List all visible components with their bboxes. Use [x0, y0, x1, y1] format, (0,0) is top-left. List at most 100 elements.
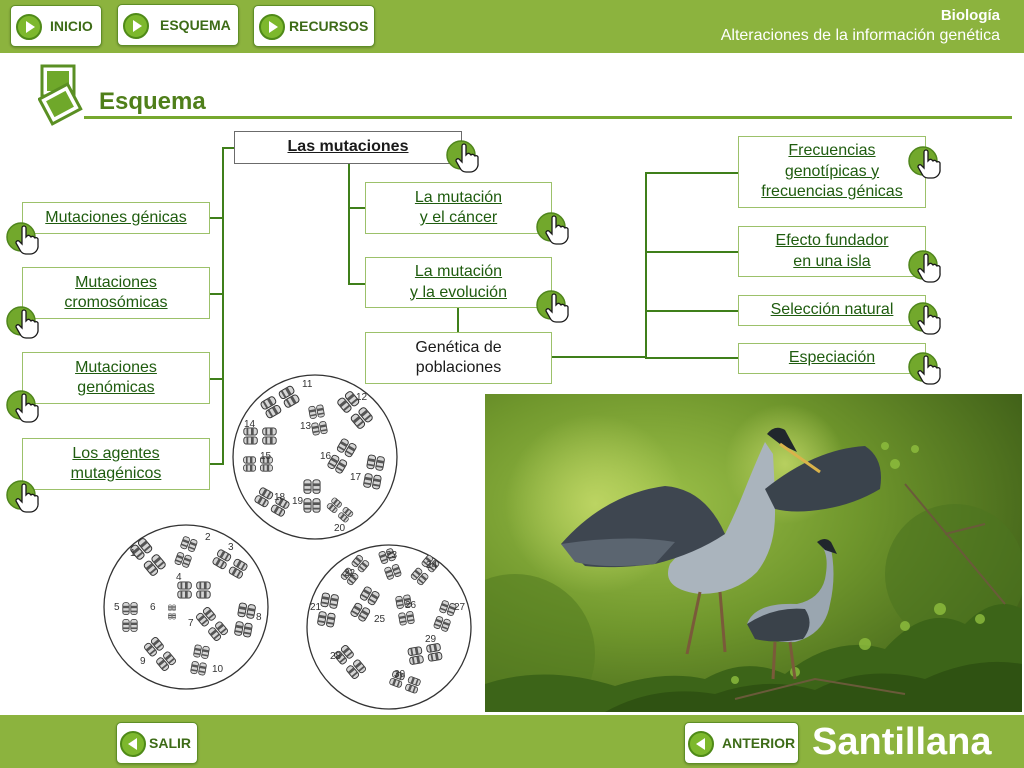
karyotype-number: 27: [454, 602, 466, 613]
node-especiacion[interactable]: Especiación: [738, 343, 926, 374]
karyotype-number: 15: [260, 451, 272, 462]
karyotype-number: 25: [374, 614, 386, 625]
karyotype-number: 10: [212, 664, 224, 675]
connector: [348, 283, 366, 285]
hand-pointer-icon[interactable]: [6, 480, 40, 516]
karyotype-number: 13: [300, 421, 312, 432]
esquema-label: ESQUEMA: [160, 17, 231, 33]
play-arrow-icon: [16, 14, 42, 40]
hand-pointer-icon[interactable]: [536, 290, 570, 326]
connector: [457, 308, 459, 332]
karyotype-number: 1: [130, 548, 136, 559]
hand-pointer-icon[interactable]: [908, 146, 942, 182]
anterior-button[interactable]: ANTERIOR: [684, 722, 799, 764]
karyotype-number: 9: [140, 656, 146, 667]
karyotype-number: 28: [330, 651, 342, 662]
heron-photo: [485, 394, 1022, 712]
node-label: Mutaciones genómicas: [75, 358, 157, 397]
karyotype-number: 18: [274, 492, 286, 503]
node-label: Mutaciones cromosómicas: [64, 273, 168, 312]
karyotype-number: 14: [244, 419, 256, 430]
connector: [348, 163, 350, 284]
node-mutacion-evolucion[interactable]: La mutación y la evolución: [365, 257, 552, 308]
node-label: Genética de poblaciones: [415, 338, 502, 377]
connector: [645, 357, 739, 359]
node-label: Frecuencias genotípicas y frecuencias gé…: [761, 142, 903, 201]
karyotype-number: 5: [114, 602, 120, 613]
hand-pointer-icon[interactable]: [908, 250, 942, 286]
connector: [222, 147, 235, 149]
karyotype-number: 19: [292, 496, 304, 507]
scheme-section-icon: [38, 64, 83, 126]
node-mutacion-cancer[interactable]: La mutación y el cáncer: [365, 182, 552, 234]
connector: [645, 310, 739, 312]
connector: [210, 293, 224, 295]
hand-pointer-icon[interactable]: [908, 302, 942, 338]
play-arrow-icon: [259, 14, 285, 40]
karyotype-number: 8: [256, 612, 262, 623]
connector: [222, 147, 224, 464]
karyotype-number: 22: [344, 568, 356, 579]
hand-pointer-icon[interactable]: [908, 352, 942, 388]
node-label: La mutación y la evolución: [410, 263, 507, 301]
recursos-button[interactable]: RECURSOS: [253, 5, 375, 47]
connector: [348, 207, 366, 209]
node-seleccion-natural[interactable]: Selección natural: [738, 295, 926, 326]
back-arrow-icon: [120, 731, 146, 757]
node-agentes-mutagenicos[interactable]: Los agentes mutagénicos: [22, 438, 210, 490]
karyotype-number: 6: [150, 602, 156, 613]
root-node-las-mutaciones[interactable]: Las mutaciones: [234, 131, 462, 164]
karyotype-number: 21: [310, 602, 322, 613]
connector: [552, 356, 646, 358]
back-arrow-icon: [688, 731, 714, 757]
root-node-label: Las mutaciones: [287, 138, 409, 156]
karyotype-number: 3: [228, 542, 234, 553]
node-label: Especiación: [788, 349, 876, 367]
hand-pointer-icon[interactable]: [6, 306, 40, 342]
karyotype-number: 11: [302, 379, 313, 390]
page-title: Esquema: [99, 88, 206, 115]
node-efecto-fundador[interactable]: Efecto fundador en una isla: [738, 226, 926, 277]
karyotype-number: 16: [320, 451, 332, 462]
karyotype-number: 4: [176, 572, 182, 583]
connector: [645, 172, 739, 174]
node-label: Efecto fundador en una isla: [775, 232, 889, 270]
node-genetica-poblaciones: Genética de poblaciones: [365, 332, 552, 384]
node-label: La mutación y el cáncer: [414, 188, 503, 227]
hand-pointer-icon[interactable]: [6, 390, 40, 426]
karyotype-number: 26: [405, 600, 417, 611]
karyotype-number: 30: [394, 669, 406, 680]
connector: [645, 251, 739, 253]
salir-button[interactable]: SALIR: [116, 722, 198, 764]
node-label: Los agentes mutagénicos: [70, 444, 162, 483]
karyotype-number: 2: [205, 532, 211, 543]
node-label: Selección natural: [770, 301, 894, 319]
esquema-button[interactable]: ESQUEMA: [117, 4, 239, 46]
node-frecuencias[interactable]: Frecuencias genotípicas y frecuencias gé…: [738, 136, 926, 208]
karyotype-illustration: 11 12 13 14 15 16 17 18 19 20 1 2 3 4 5 …: [103, 374, 472, 710]
inicio-label: INICIO: [50, 18, 93, 34]
inicio-button[interactable]: INICIO: [10, 5, 102, 47]
recursos-label: RECURSOS: [289, 18, 369, 34]
hand-pointer-icon[interactable]: [536, 212, 570, 248]
hand-pointer-icon[interactable]: [6, 222, 40, 258]
node-mutaciones-genicas[interactable]: Mutaciones génicas: [22, 202, 210, 234]
connector: [645, 172, 647, 358]
hand-pointer-icon[interactable]: [446, 140, 480, 176]
connector: [210, 463, 224, 465]
karyotype-number: 24: [426, 560, 438, 571]
subject-title: Biología: [940, 7, 1000, 24]
topic-title: Alteraciones de la información genética: [720, 27, 1000, 44]
karyotype-number: 23: [386, 550, 398, 561]
title-underline: [84, 116, 1012, 119]
connector: [210, 378, 224, 380]
salir-label: SALIR: [149, 735, 191, 751]
karyotype-number: 7: [188, 618, 194, 629]
karyotype-number: 12: [356, 392, 368, 403]
top-bar: INICIO ESQUEMA RECURSOS Biología Alterac…: [0, 0, 1024, 53]
node-mutaciones-genomicas[interactable]: Mutaciones genómicas: [22, 352, 210, 404]
karyotype-number: 17: [350, 472, 362, 483]
santillana-logo: Santillana: [812, 721, 992, 763]
node-mutaciones-cromosomicas[interactable]: Mutaciones cromosómicas: [22, 267, 210, 319]
node-label: Mutaciones génicas: [45, 208, 187, 226]
